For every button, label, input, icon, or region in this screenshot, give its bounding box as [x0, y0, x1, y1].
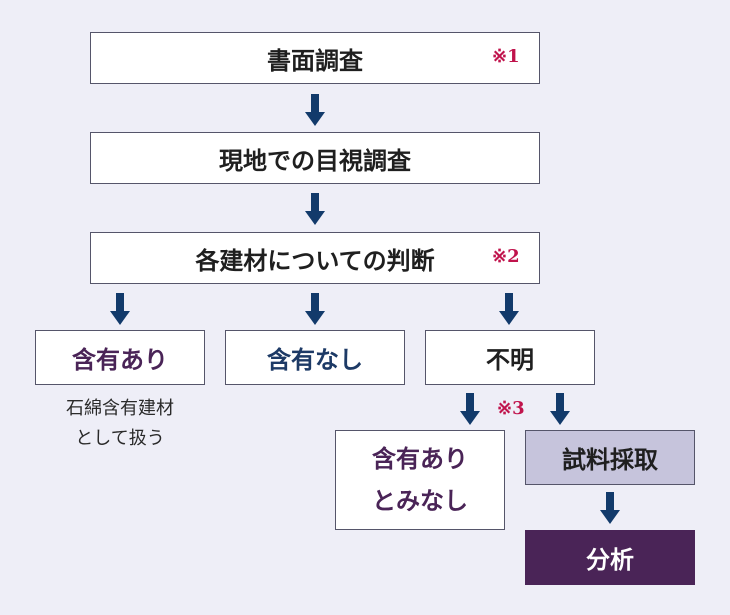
down-arrow-icon [499, 293, 519, 327]
analysis-box: 分析 [525, 530, 695, 585]
analysis-label: 分析 [586, 545, 634, 574]
document-survey-label: 書面調査 [267, 45, 363, 75]
contains-box: 含有あり [35, 330, 205, 385]
asbestos-caption-line2: として扱う [75, 428, 165, 449]
down-arrow-icon [110, 293, 130, 327]
unknown-label: 不明 [486, 345, 534, 374]
note-3: ※3 [497, 398, 525, 419]
deemed-contains-line1: 含有あり [372, 444, 468, 473]
judgment-label: 各建材についての判断 [195, 245, 435, 275]
down-arrow-icon [305, 293, 325, 327]
onsite-visual-survey-box: 現地での目視調査 [90, 132, 540, 184]
onsite-visual-survey-label: 現地での目視調査 [219, 145, 411, 175]
contains-label: 含有あり [72, 345, 168, 374]
document-survey-box: 書面調査 [90, 32, 540, 84]
asbestos-caption-line1: 石綿含有建材 [66, 398, 174, 419]
deemed-contains-box: 含有あり とみなし [335, 430, 505, 530]
deemed-contains-line2: とみなし [372, 486, 468, 515]
down-arrow-icon [460, 393, 480, 427]
judgment-box: 各建材についての判断 [90, 232, 540, 284]
down-arrow-icon [305, 94, 325, 128]
not-contains-label: 含有なし [267, 345, 363, 374]
asbestos-caption: 石綿含有建材 として扱う [35, 394, 205, 454]
note-1: ※1 [492, 46, 520, 67]
down-arrow-icon [550, 393, 570, 427]
sampling-box: 試料採取 [525, 430, 695, 485]
down-arrow-icon [305, 193, 325, 227]
unknown-box: 不明 [425, 330, 595, 385]
sampling-label: 試料採取 [562, 445, 658, 474]
down-arrow-icon [600, 492, 620, 526]
not-contains-box: 含有なし [225, 330, 405, 385]
note-2: ※2 [492, 246, 520, 267]
